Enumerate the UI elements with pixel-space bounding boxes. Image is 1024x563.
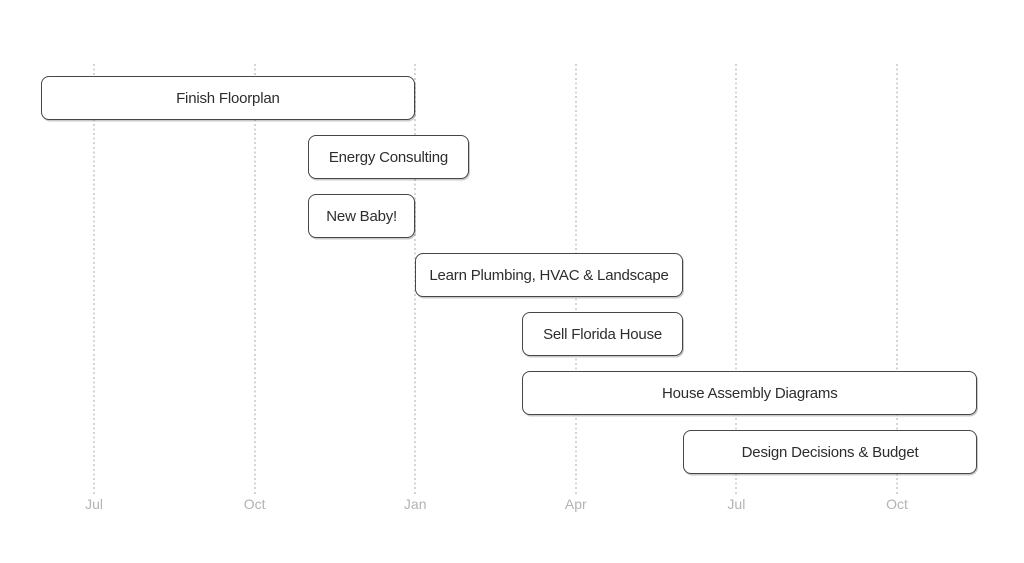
- task-bar: Sell Florida House: [522, 312, 683, 356]
- gridline: [895, 64, 898, 495]
- task-label: Learn Plumbing, HVAC & Landscape: [429, 266, 669, 284]
- task-label: Design Decisions & Budget: [741, 443, 919, 461]
- x-tick-label: Apr: [564, 496, 587, 512]
- task-label: Energy Consulting: [328, 148, 449, 166]
- task-label: Finish Floorplan: [176, 89, 280, 107]
- gridline: [93, 64, 96, 495]
- x-tick-label: Oct: [243, 496, 266, 512]
- x-tick-label: Jan: [403, 496, 427, 512]
- task-label: Sell Florida House: [543, 325, 663, 343]
- x-tick-label: Jul: [727, 496, 746, 512]
- task-bar: Design Decisions & Budget: [682, 430, 978, 474]
- task-bar: New Baby!: [308, 194, 416, 238]
- task-label: New Baby!: [326, 207, 398, 225]
- task-bar: Learn Plumbing, HVAC & Landscape: [415, 253, 683, 297]
- gridline: [253, 64, 256, 495]
- task-bar: House Assembly Diagrams: [522, 371, 978, 415]
- task-label: House Assembly Diagrams: [662, 384, 838, 402]
- x-tick-label: Oct: [886, 496, 908, 512]
- task-bar: Energy Consulting: [308, 135, 469, 179]
- task-bar: Finish Floorplan: [40, 76, 416, 120]
- x-tick-label: Jul: [85, 496, 103, 512]
- gridline: [735, 64, 738, 495]
